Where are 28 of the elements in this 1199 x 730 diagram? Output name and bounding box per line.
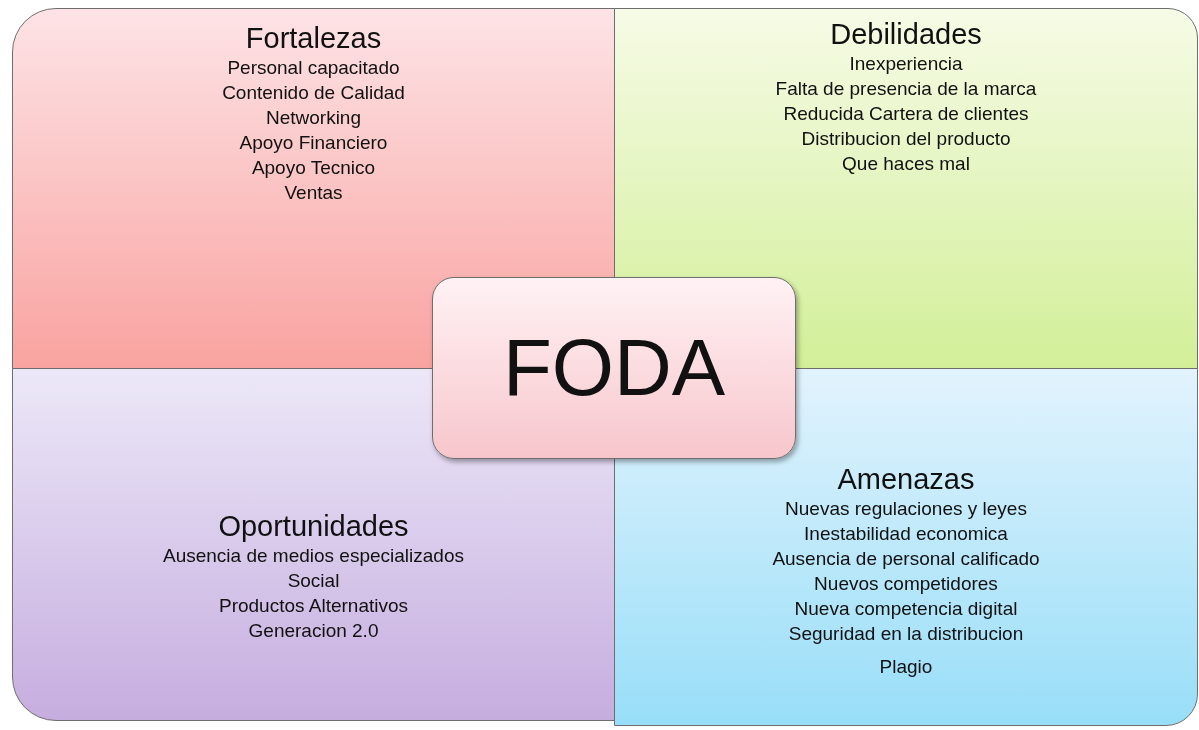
section-heading: Oportunidades	[218, 509, 409, 543]
list-item: Apoyo Tecnico	[251, 156, 376, 180]
list-item: Que haces mal	[842, 152, 970, 176]
list-item: Inestabilidad economica	[804, 522, 1008, 546]
list-item: Apoyo Financiero	[239, 131, 388, 155]
list-item: Nuevas regulaciones y leyes	[785, 497, 1027, 521]
list-item: Plagio	[879, 655, 933, 679]
list-item: Ausencia de personal calificado	[772, 547, 1040, 571]
list-item: Generacion 2.0	[248, 619, 379, 643]
section-heading: Debilidades	[830, 17, 982, 51]
list-item: Falta de presencia de la marca	[775, 77, 1037, 101]
title-box	[432, 277, 796, 459]
list-item: Social	[287, 569, 340, 593]
section-heading: Amenazas	[837, 462, 975, 496]
list-item: Seguridad en la distribucion	[788, 622, 1024, 646]
list-item: Inexperiencia	[849, 52, 963, 76]
list-item: Nuevos competidores	[814, 572, 998, 596]
list-item: Reducida Cartera de clientes	[783, 102, 1029, 126]
title-text: FODA	[502, 323, 726, 413]
list-item: Personal capacitado	[227, 56, 400, 80]
list-item: Ventas	[284, 181, 343, 205]
list-item: Productos Alternativos	[218, 594, 408, 618]
list-item: Networking	[265, 106, 361, 130]
section-heading: Fortalezas	[245, 21, 382, 55]
list-item: Distribucion del producto	[801, 127, 1011, 151]
list-item: Ausencia de medios especializados	[163, 544, 464, 568]
list-item: Contenido de Calidad	[222, 81, 405, 105]
list-item: Nueva competencia digital	[794, 597, 1018, 621]
